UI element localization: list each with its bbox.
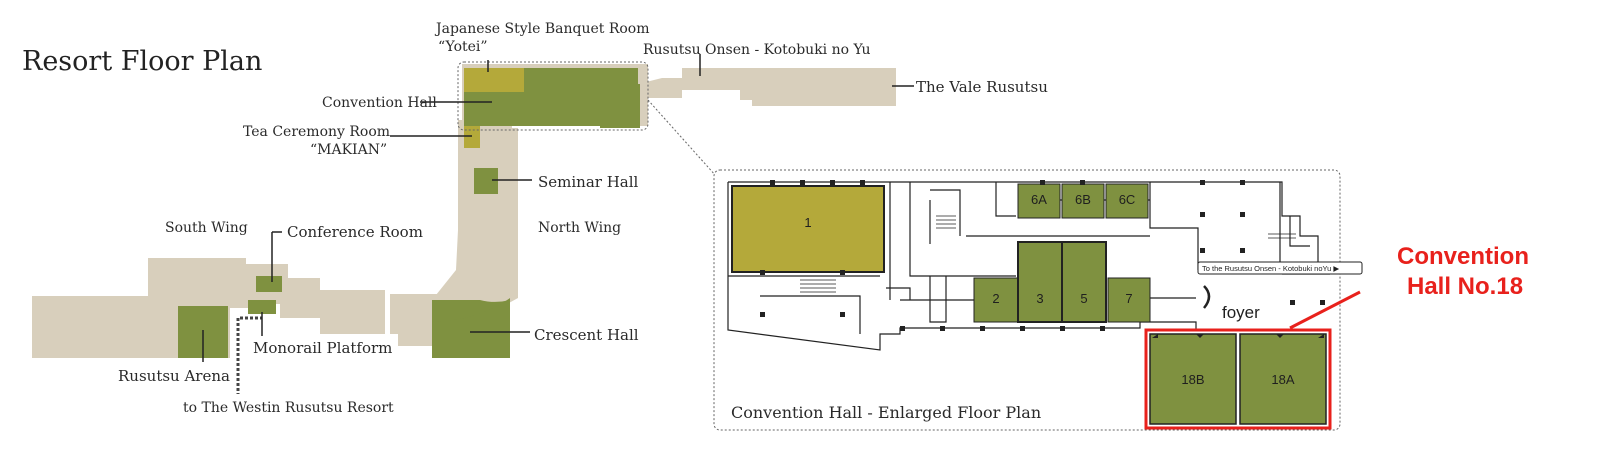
room-6a-label: 6A [1031,192,1047,207]
central-block [390,294,440,346]
label-the-vale: The Vale Rusutsu [916,78,1048,96]
room-2-label: 2 [992,291,999,306]
seminar-hall-room [474,168,498,194]
enlarged-plan-caption: Convention Hall - Enlarged Floor Plan [731,403,1041,422]
room-18a [1239,333,1327,425]
enlarged-plan-rooms [731,183,1327,425]
callout-line-2: Hall No.18 [1407,273,1523,300]
label-south-wing: South Wing [165,220,248,236]
room-7 [1107,277,1151,323]
label-seminar-hall: Seminar Hall [538,173,639,191]
overview-labels: Japanese Style Banquet Room “Yotei” Rusu… [118,21,1048,416]
room-6c-label: 6C [1119,192,1136,207]
south-wing-left-block [32,296,156,358]
enlarged-plan-pillars [760,180,1325,331]
room-1 [731,185,885,273]
zoom-connector [647,99,717,177]
page-title: Resort Floor Plan [22,46,262,77]
room-5-label: 5 [1080,291,1087,306]
room-6c [1105,183,1149,219]
label-crescent-hall: Crescent Hall [534,326,639,344]
room-5 [1061,241,1107,323]
foyer-door-arc [1203,285,1211,309]
label-tea-ceremony-room: Tea Ceremony Room [243,124,390,140]
label-yotei: “Yotei” [438,39,488,55]
room-18b [1149,333,1237,425]
room-18b-label: 18B [1181,372,1204,387]
onsen-direction-sign [1197,261,1363,275]
label-rusutsu-arena: Rusutsu Arena [118,367,230,385]
label-rusutsu-onsen: Rusutsu Onsen - Kotobuki no Yu [643,42,871,58]
room-3 [1017,241,1063,323]
label-conference-room: Conference Room [287,223,423,241]
label-japanese-banquet: Japanese Style Banquet Room [434,21,650,37]
monorail-platform-room [248,300,276,314]
enlarged-plan-room-labels: 1 6A 6B 6C 2 3 5 7 18B 18A [804,192,1295,387]
room-1-label: 1 [804,215,811,230]
room-3-label: 3 [1036,291,1043,306]
south-corridor-block [280,278,385,334]
onsen-corridor-block [646,68,896,106]
label-convention-hall: Convention Hall [322,95,437,111]
enlarged-plan-doors [1152,334,1324,338]
label-makian: “MAKIAN” [310,142,387,158]
callout-line-1: Convention [1397,243,1529,270]
onsen-direction-sign-text: To the Rusutsu Onsen - Kotobuki noYu ▶ [1202,264,1340,273]
yotei-banquet-room [464,68,524,92]
room-6a [1017,183,1061,219]
leader-lines [202,54,914,362]
foyer-label: foyer [1222,303,1260,322]
hall-18-highlight [1144,328,1332,430]
conference-room [256,276,282,292]
room-18a-label: 18A [1271,372,1294,387]
makian-tea-room [464,126,480,148]
westin-route [236,316,262,394]
zoom-box [457,61,649,131]
room-2 [973,277,1019,323]
overview-rooms [178,68,640,358]
room-7-label: 7 [1125,291,1132,306]
label-north-wing: North Wing [538,220,621,236]
room-6b-label: 6B [1075,192,1091,207]
label-westin: to The Westin Rusutsu Resort [183,400,394,416]
callout-pointer [1289,290,1361,330]
enlarged-plan-stairs [800,215,1296,293]
north-wing-block [432,120,518,330]
label-monorail-platform: Monorail Platform [253,339,392,357]
